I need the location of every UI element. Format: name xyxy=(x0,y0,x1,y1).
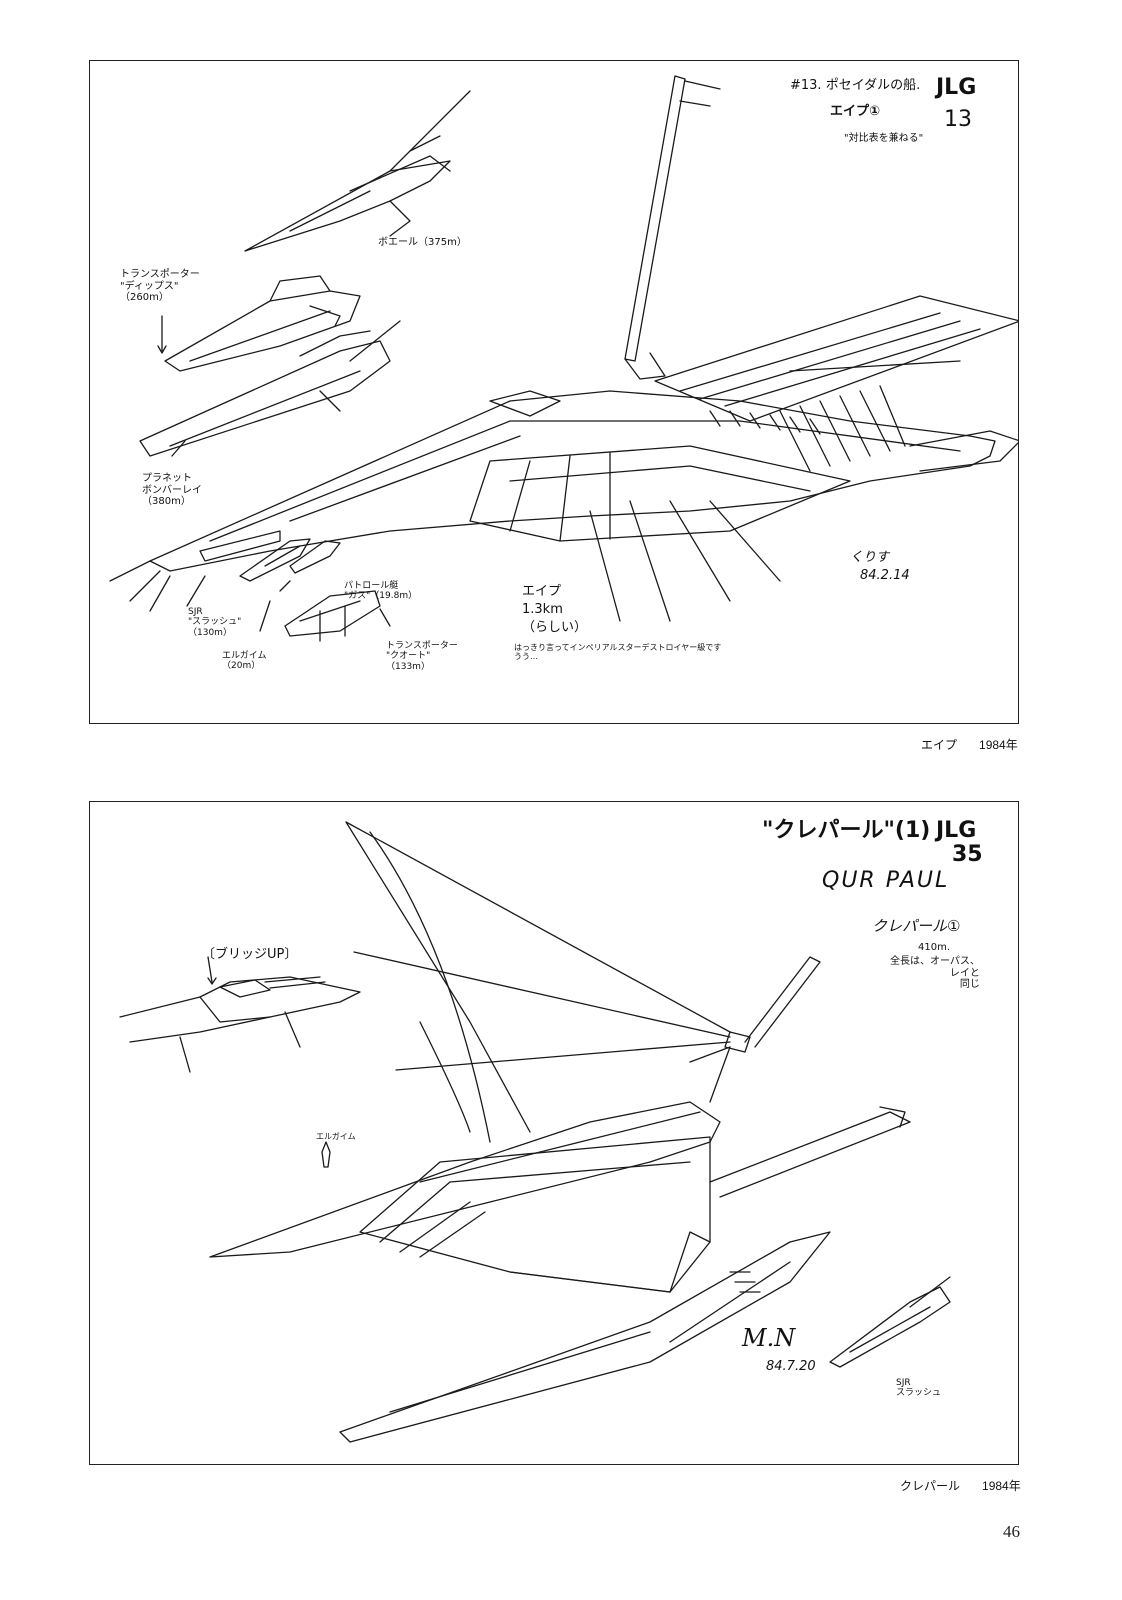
spec-note: 全長は、オーパス、 レイと 同じ xyxy=(890,956,980,990)
date: 84.2.14 xyxy=(860,568,910,583)
caption-year: 1984年 xyxy=(982,1479,1021,1493)
kurepaul-line-drawing xyxy=(119,821,951,1443)
label-bridge-up: 〔ブリッジUP〕 xyxy=(202,947,298,962)
caption-name: クレパール xyxy=(900,1479,961,1493)
header-roman: QUR PAUL xyxy=(822,868,950,893)
header-code: JLG xyxy=(936,818,977,843)
header-number: 13 xyxy=(944,107,972,132)
illustration-panel-eip: #13. ポセイダルの船. JLG エイプ① 13 "対比表を兼ねる" ボエール… xyxy=(89,60,1019,724)
label-sjr: SJR スラッシュ xyxy=(896,1378,942,1399)
signature: くりす xyxy=(850,550,890,565)
header-name: クレパール① xyxy=(872,917,961,935)
label-elgaim: エルガイム （20m） xyxy=(222,651,267,672)
header-note: "対比表を兼ねる" xyxy=(844,133,924,144)
label-eip-size: エイプ 1.3km （らしい） xyxy=(522,584,588,636)
caption-name: エイプ xyxy=(921,738,958,752)
header-line: #13. ポセイダルの船. xyxy=(790,78,921,93)
header-name: エイプ① xyxy=(830,104,881,119)
signature: M.N xyxy=(742,1324,796,1352)
spec-length: 410m. xyxy=(918,942,951,953)
label-transporter-quote: トランスポーター "クオート" （133m） xyxy=(386,641,458,672)
caption-eip: エイプ 1984年 xyxy=(921,736,1018,753)
label-sjr: SJR "スラッシュ" （130m） xyxy=(188,607,242,638)
label-destroyer-note: はっきり言ってインペリアルスターデストロイヤー級です うう… xyxy=(514,643,722,662)
label-planet-bomber: プラネット ボンバーレイ （380m） xyxy=(142,473,202,507)
label-transporter-dips: トランスポーター "ディップス" （260m） xyxy=(120,269,200,303)
page-number: 46 xyxy=(1003,1522,1020,1541)
label-boal: ボエール（375m） xyxy=(378,237,467,248)
caption-year: 1984年 xyxy=(979,738,1018,752)
date: 84.7.20 xyxy=(766,1359,816,1374)
eip-line-drawing xyxy=(109,75,1018,642)
caption-kurepaul: クレパール 1984年 xyxy=(900,1477,1021,1494)
header-code: JLG xyxy=(936,75,977,100)
illustration-panel-kurepaul: "クレパール"(1) JLG 35 QUR PAUL クレパール① 410m. … xyxy=(89,801,1019,1465)
label-patrol: パトロール艇 "ガス"（19.8m） xyxy=(344,581,418,602)
header-number: 35 xyxy=(952,842,983,867)
label-elgaim: エルガイム xyxy=(316,1132,356,1141)
header-title: "クレパール"(1) xyxy=(762,818,931,843)
